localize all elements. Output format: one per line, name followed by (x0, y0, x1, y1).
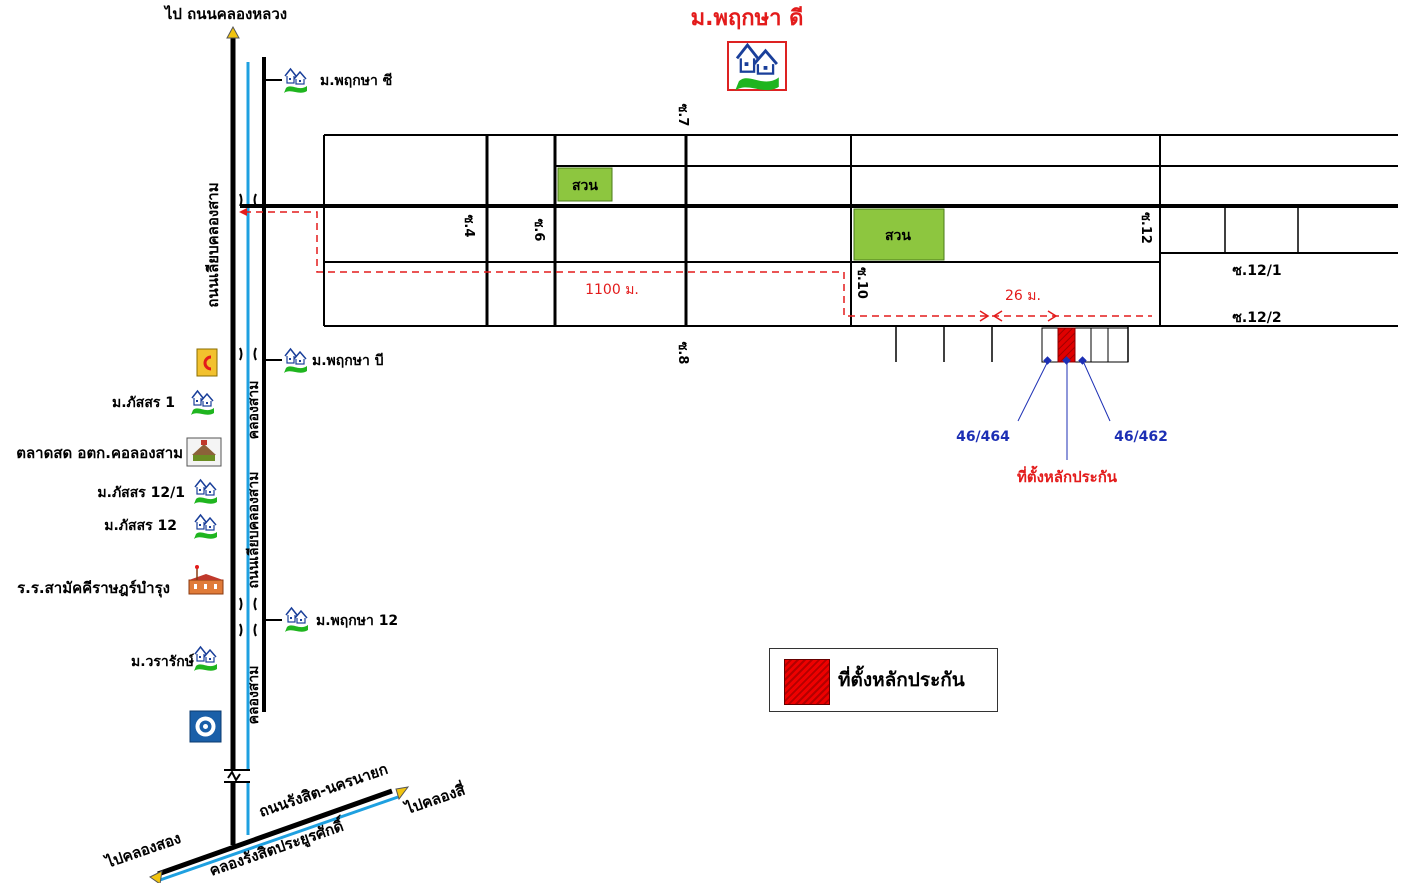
map-title: ม.พฤกษา ดี (691, 6, 804, 31)
phatsorn-12-1-label: ม.ภัสสร 12/1 (97, 485, 185, 501)
to-khlong-si-label: ไปคลองสี่ (401, 779, 469, 819)
to-khlong-song-label: ไปคลองสอง (101, 828, 183, 872)
road-khlong-sam-label: ถนนเลียบคลองสาม (204, 182, 222, 307)
canal-khlong-sam-label: คลองสาม (246, 381, 262, 440)
plot-46-462-label: 46/462 (1114, 429, 1168, 445)
arrow-left-icon (149, 870, 163, 883)
wararak-label: ม.วรารักษ์ (131, 653, 194, 670)
road-khlong-sam-label-2: ถนนเลียบคลองสาม (246, 472, 262, 589)
house-icon (283, 348, 308, 374)
park-1: สวน (557, 167, 613, 202)
pruksa-12-label: ม.พฤกษา 12 (316, 613, 398, 629)
arrow-right-icon (395, 786, 410, 801)
phatsorn-12-label: ม.ภัสสร 12 (104, 518, 177, 534)
plot-46-464-label: 46/464 (956, 429, 1010, 445)
pruksa-b-label: ม.พฤกษา บี (312, 353, 384, 369)
soi-12-2-label: ซ.12/2 (1232, 310, 1281, 326)
distance-1100-label: 1100 ม. (585, 282, 639, 298)
school-label: ร.ร.สามัคคีราษฎร์บำรุง (17, 579, 170, 598)
rangsit-road-label: ถนนรังสิต-นครนายก (257, 760, 391, 821)
fuel-station-icon (196, 348, 218, 377)
soi-7-label: ซ.7 (675, 104, 690, 127)
bank-icon (189, 710, 222, 743)
distance-26-arrows (979, 310, 1058, 322)
legend-swatch-icon (784, 659, 830, 705)
soi-grid (240, 134, 1398, 363)
park-2-label: สวน (885, 228, 911, 244)
plot-pointers (1017, 356, 1111, 460)
house-icon (284, 607, 309, 633)
market-icon (186, 437, 222, 467)
legend-label: ที่ตั้งหลักประกัน (838, 669, 965, 691)
park-1-label: สวน (572, 178, 598, 194)
school-icon (188, 565, 224, 595)
route-path (244, 211, 1152, 317)
phatsorn-1-label: ม.ภัสสร 1 (112, 395, 175, 411)
house-icon (193, 646, 218, 672)
market-label: ตลาดสด อตก.คอลองสาม (16, 444, 183, 462)
soi-4-label: ซ.4 (461, 215, 476, 238)
soi-12-label: ซ.12 (1138, 212, 1153, 244)
distance-26-label: 26 ม. (1005, 288, 1041, 304)
house-icon (193, 479, 218, 505)
pruksa-c-label: ม.พฤกษา ซี (320, 73, 393, 89)
arrow-up-icon (226, 25, 240, 39)
house-icon (283, 68, 308, 94)
house-icon (727, 41, 787, 93)
to-khlong-luang-label: ไป ถนนคลองหลวง (163, 4, 287, 23)
legend: ที่ตั้งหลักประกัน (769, 648, 998, 712)
route-arrow-icon (239, 208, 247, 216)
soi-6-label: ซ.6 (531, 219, 546, 242)
main-road (226, 25, 266, 845)
soi-8-label: ซ.8 (675, 342, 690, 365)
park-2: สวน (853, 208, 945, 261)
collateral-label: ที่ตั้งหลักประกัน (1017, 465, 1118, 486)
canal-khlong-sam-label-2: คลองสาม (246, 666, 262, 725)
house-icon (190, 390, 215, 416)
house-icon (193, 514, 218, 540)
rangsit-road (149, 786, 410, 883)
soi-10-label: ซ.10 (854, 267, 869, 299)
soi-12-1-label: ซ.12/1 (1232, 263, 1281, 279)
